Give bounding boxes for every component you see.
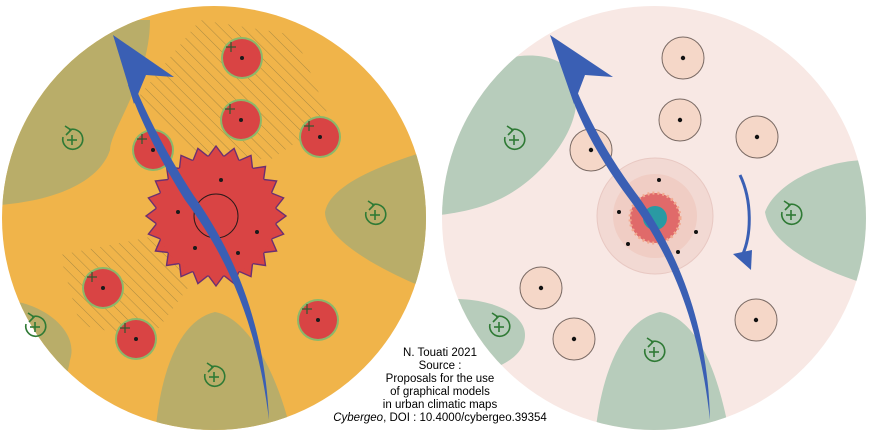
cool-island-node	[519, 266, 563, 310]
wind-flow-arrow	[550, 35, 710, 420]
left-model	[2, 6, 426, 430]
caption-doi: , DOI : 10.4000/cybergeo.39354	[383, 412, 547, 424]
green-zone-right	[765, 160, 866, 285]
wind-flow-arrow	[113, 35, 269, 420]
cool-island-node	[658, 98, 702, 142]
curved-flow-arrow-icon	[733, 174, 752, 270]
hatch-area-bottom	[60, 235, 190, 340]
heat-island-node	[219, 98, 263, 142]
green-zone-bottom	[595, 312, 730, 430]
green-zone-bottom	[155, 312, 292, 430]
caption-title-line-2: of graphical models	[390, 386, 490, 398]
caption-journal: Cybergeo	[333, 412, 384, 424]
caption-author: N. Touati 2021	[403, 347, 477, 359]
heat-island-node	[296, 298, 340, 342]
heat-island-node	[298, 115, 342, 159]
green-zone-right	[325, 150, 426, 290]
cool-island-node	[661, 36, 705, 80]
heat-island-node	[81, 266, 125, 310]
heat-island-node	[220, 36, 264, 80]
caption-citation: Cybergeo, DOI : 10.4000/cybergeo.39354	[310, 412, 570, 425]
cool-island-node	[734, 298, 778, 342]
caption-title-line-3: in urban climatic maps	[382, 399, 498, 411]
heat-island-node	[114, 317, 158, 361]
cool-island-node	[735, 115, 779, 159]
caption-source-label: Source :	[418, 360, 462, 372]
hatch-area-top	[140, 20, 330, 160]
caption-title-line-1: Proposals for the use	[385, 373, 495, 385]
source-caption: N. Touati 2021 Source : Proposals for th…	[310, 347, 570, 425]
